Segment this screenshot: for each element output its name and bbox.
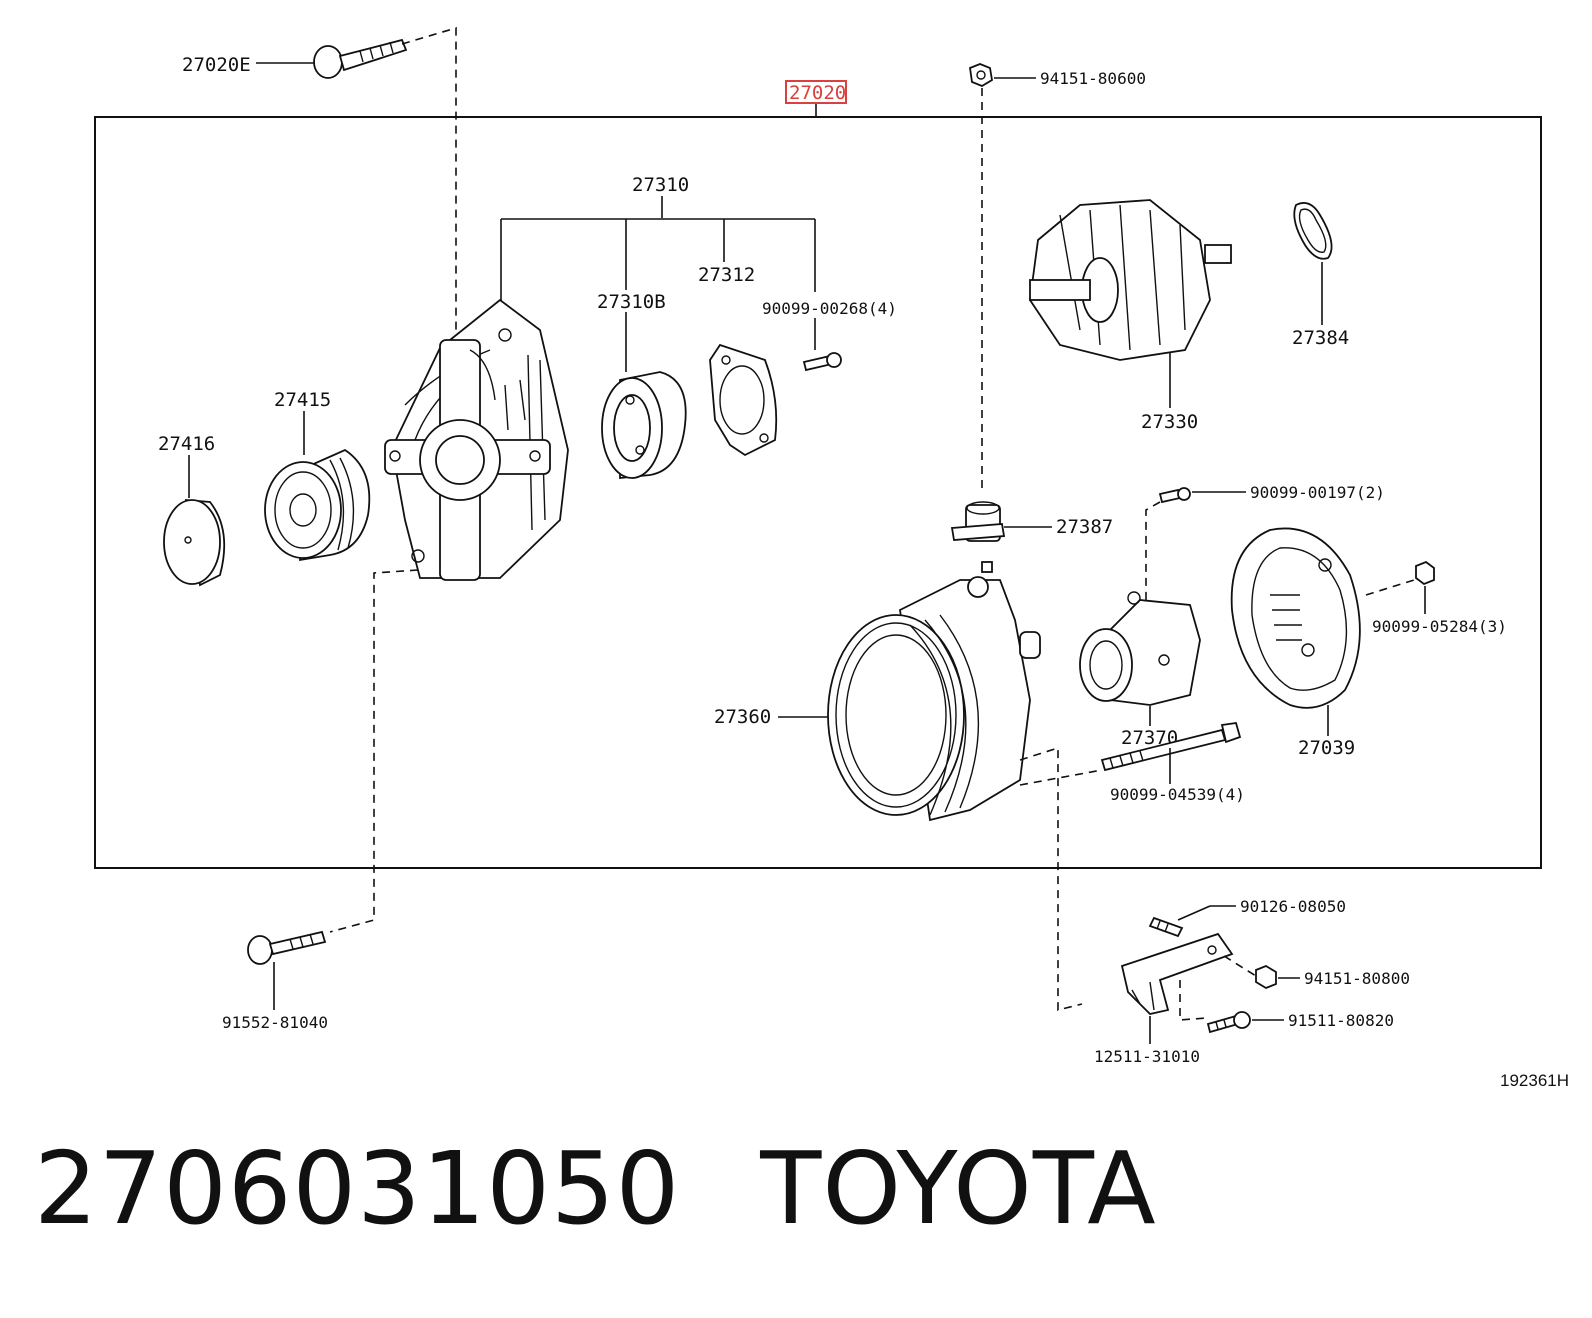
svg-text:90099-04539(4): 90099-04539(4)	[1110, 785, 1245, 804]
assembly-frame	[94, 116, 1542, 869]
part-27415-pulley[interactable]: 27415	[264, 389, 371, 562]
part-27310-frame[interactable]	[384, 298, 569, 581]
svg-text:94151-80800: 94151-80800	[1304, 969, 1410, 988]
svg-text:90126-08050: 90126-08050	[1240, 897, 1346, 916]
svg-text:27416: 27416	[158, 433, 215, 455]
part-90099-00197[interactable]: 90099-00197(2)	[1145, 483, 1385, 600]
svg-text:90099-00197(2): 90099-00197(2)	[1250, 483, 1385, 502]
leader-27310-group: 27310	[500, 174, 816, 305]
part-27310B-bearing[interactable]: 27310B	[597, 291, 687, 479]
svg-text:94151-80600: 94151-80600	[1040, 69, 1146, 88]
part-27360-housing[interactable]: 27360	[714, 561, 1041, 822]
svg-text:91552-81040: 91552-81040	[222, 1013, 328, 1032]
svg-text:27310: 27310	[632, 174, 689, 196]
assembly-label-27020[interactable]: 27020	[785, 80, 847, 117]
svg-text:27370: 27370	[1121, 727, 1178, 749]
svg-text:27310B: 27310B	[597, 291, 666, 313]
svg-text:27387: 27387	[1056, 516, 1113, 538]
part-90099-00268[interactable]: 90099-00268(4)	[762, 299, 897, 372]
part-90099-05284[interactable]: 90099-05284(3)	[1365, 560, 1507, 636]
part-27416-cap[interactable]: 27416	[158, 433, 226, 587]
part-27020E[interactable]: 27020E	[182, 26, 457, 330]
svg-text:12511-31010: 12511-31010	[1094, 1047, 1200, 1066]
part-94151-80800[interactable]: 94151-80800	[1223, 955, 1410, 990]
footer-part-number: 2706031050	[34, 1130, 681, 1247]
drawing-code: 192361H	[1500, 1071, 1569, 1090]
part-90099-04539[interactable]: 90099-04539(4)	[1019, 721, 1245, 1012]
svg-text:27312: 27312	[698, 264, 755, 286]
part-91552-81040[interactable]: 91552-81040	[222, 930, 328, 1032]
svg-text:91511-80820: 91511-80820	[1288, 1011, 1394, 1030]
part-91511-80820[interactable]: 91511-80820	[1206, 1011, 1394, 1034]
svg-text:27039: 27039	[1298, 737, 1355, 759]
part-27330-rotor[interactable]: 27330	[1029, 199, 1232, 433]
part-27312-plate[interactable]: 27312	[698, 264, 778, 457]
part-90126-08050[interactable]: 90126-08050	[1148, 897, 1346, 938]
part-27384-ring[interactable]: 27384	[1292, 202, 1349, 349]
part-27387[interactable]: 27387	[950, 501, 1113, 542]
svg-text:90099-05284(3): 90099-05284(3)	[1372, 617, 1507, 636]
footer-caption: 2706031050 TOYOTA	[34, 1130, 1157, 1247]
part-94151-80600[interactable]: 94151-80600	[969, 63, 1146, 490]
svg-text:90099-00268(4): 90099-00268(4)	[762, 299, 897, 318]
part-12511-31010-bracket[interactable]: 12511-31010	[1094, 932, 1234, 1066]
part-27370-brush-holder[interactable]: 27370	[1079, 591, 1201, 749]
footer-brand: TOYOTA	[760, 1130, 1157, 1247]
svg-text:27384: 27384	[1292, 327, 1349, 349]
svg-text:27020E: 27020E	[182, 54, 251, 76]
part-27039-rear-cover[interactable]: 27039	[1230, 527, 1361, 759]
svg-text:27360: 27360	[714, 706, 771, 728]
dash-91552	[329, 569, 419, 933]
svg-text:27020: 27020	[789, 82, 846, 104]
svg-text:27330: 27330	[1141, 411, 1198, 433]
svg-text:27415: 27415	[274, 389, 331, 411]
